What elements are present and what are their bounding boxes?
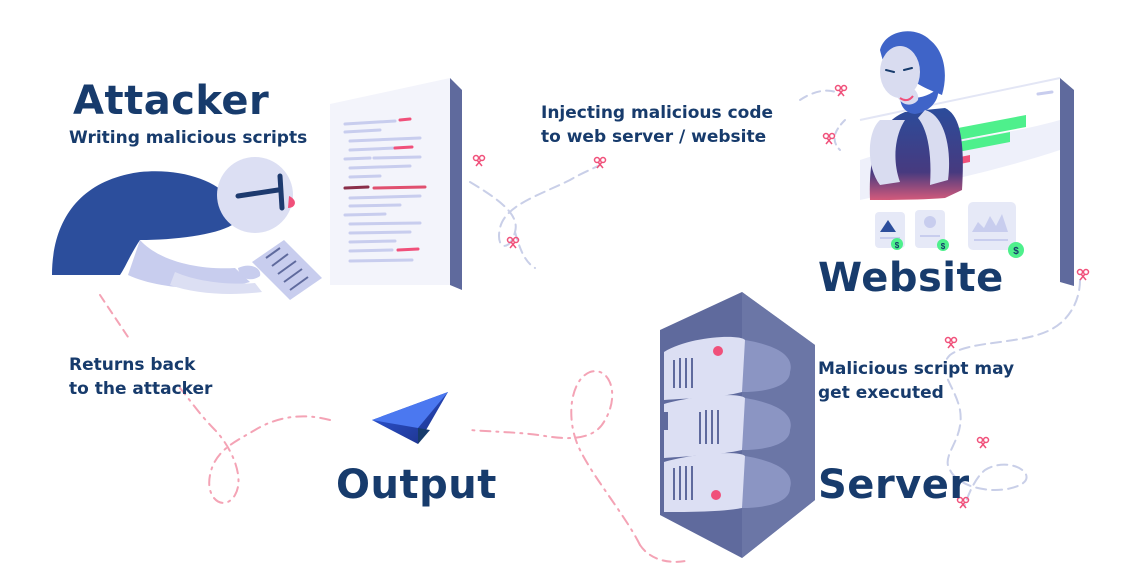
flow-paths: [99, 89, 1081, 563]
website-card-3: $: [968, 202, 1024, 258]
flow-path-website-left: [833, 119, 846, 151]
user-mouth: [899, 95, 914, 102]
scissor-icon: [593, 156, 607, 169]
server-unit-2: [664, 395, 791, 458]
attacker-body: [52, 171, 232, 275]
server-title: Server: [818, 462, 970, 508]
flow-path-server-output: [469, 370, 641, 546]
returns-label: Returns back to the attacker: [69, 355, 213, 399]
attacker-subtitle: Writing malicious scripts: [69, 128, 308, 148]
user-face: [880, 46, 920, 98]
flow-path-inject: [469, 164, 601, 247]
scissor-marks: [472, 84, 1090, 509]
malicious-exec-label: Malicious script may get executed: [818, 359, 1015, 403]
keyboard: [252, 240, 322, 300]
user-eyes: [885, 67, 913, 73]
user-hands: [895, 86, 919, 105]
website-card-1: $: [875, 212, 905, 250]
scissor-icon: [834, 84, 848, 97]
scissor-icon: [472, 154, 486, 167]
attacker-arm-front: [170, 272, 262, 294]
attacker-hand: [238, 265, 261, 280]
website-title: Website: [818, 255, 1004, 301]
code-screen: [330, 78, 462, 290]
flow-path-server-bottom: [639, 544, 691, 563]
inject-label: Injecting malicious code to web server /…: [541, 103, 774, 147]
server-unit-1: [664, 336, 791, 400]
server-unit-3: [664, 453, 791, 512]
user-arm-right: [918, 110, 950, 185]
attacker-glasses: [235, 173, 285, 211]
attacker-nose: [288, 196, 295, 208]
scissor-icon: [956, 496, 970, 509]
server-illustration: [660, 292, 815, 558]
price-badge-2: $: [941, 242, 946, 251]
attacker-title: Attacker: [73, 78, 270, 124]
flow-path-attacker-down: [99, 294, 131, 341]
flow-path-website-server: [943, 279, 1081, 506]
attacker-arm: [128, 240, 250, 289]
flow-path-website-top: [799, 89, 841, 101]
code-lines: [343, 117, 427, 263]
scissor-icon: [506, 236, 520, 249]
scissor-icon: [822, 132, 836, 145]
price-badge-3: $: [1013, 246, 1019, 257]
website-user-illustration: [869, 31, 963, 200]
scissor-icon: [944, 336, 958, 349]
scissor-icon: [976, 436, 990, 449]
output-title: Output: [336, 462, 497, 508]
price-badge-1: $: [895, 241, 900, 250]
paper-plane-icon: [372, 392, 448, 444]
flow-path-output-return: [179, 387, 331, 504]
attacker-illustration: [52, 157, 322, 300]
flow-path-inject-2: [514, 231, 536, 269]
scissor-icon: [1076, 268, 1090, 281]
website-card-2: $: [915, 210, 949, 251]
user-beard: [900, 88, 939, 114]
user-arm-left: [869, 120, 905, 185]
